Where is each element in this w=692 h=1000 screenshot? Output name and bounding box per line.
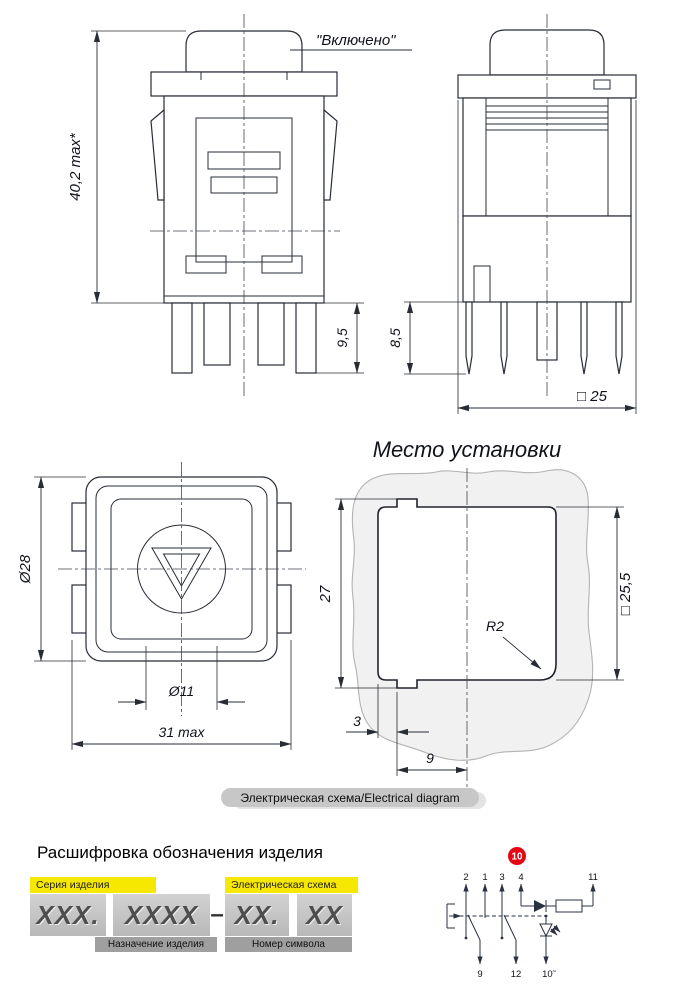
side-pin-3	[580, 301, 588, 375]
pin-length-dim-label: 9,5	[334, 328, 350, 348]
pin-3-label: 3	[499, 872, 504, 883]
offset-dim-label: 9	[426, 750, 434, 766]
front-terminal-4	[295, 302, 317, 374]
front-latch-left	[150, 108, 165, 201]
front-terminal-1	[171, 302, 193, 374]
face-d28-label: Ø28	[17, 554, 34, 584]
pin-12-label: 12	[511, 969, 522, 980]
notch-dim-label: 3	[353, 713, 361, 729]
mount-height-label: 27	[317, 585, 334, 603]
side-cap	[489, 29, 605, 76]
face-width-ext	[71, 640, 292, 750]
pin-9-label: 9	[477, 969, 482, 980]
front-terminal-3	[257, 302, 285, 366]
purpose-label: Назначение изделия	[95, 937, 217, 952]
contact-2-dot	[464, 936, 468, 940]
radius-arrow	[502, 636, 542, 670]
schema-header: Электрическая схема	[225, 877, 358, 893]
mount-height-ext	[335, 498, 397, 689]
led-arrow-2	[552, 924, 561, 933]
resistor	[555, 899, 583, 913]
front-terminal-2	[203, 302, 231, 366]
side-view-drawing: 8,5 □ 25	[387, 14, 637, 414]
mounting-hole-drawing: Место установки R2 27 □ 25,5 3 9	[317, 437, 634, 788]
side-pin-2	[500, 301, 508, 375]
code-purpose-box: XXXX	[113, 894, 210, 936]
side-width-dim-ext	[457, 100, 637, 414]
electrical-diagram-banner: Электрическая схема/Electrical diagram	[221, 788, 479, 807]
face-width-label: 31 max	[159, 724, 206, 740]
side-width-dim-label: □ 25	[577, 388, 608, 405]
on-state-label: "Включено"	[316, 32, 396, 49]
diagram-number-badge	[508, 847, 526, 865]
mount-square-ext	[556, 506, 624, 681]
pin-11-label: 11	[588, 872, 598, 883]
electrical-schematic: 10 2 1 3 4 11 9 12 10˜	[446, 847, 598, 980]
side-pin-dim-label: 8,5	[387, 328, 403, 348]
code-series-box: XXX.	[30, 894, 106, 936]
mounting-title: Место установки	[373, 437, 562, 462]
diagram-number-label: 10	[511, 852, 523, 863]
pin-4-label: 4	[518, 872, 523, 883]
mount-square-label: □ 25,5	[617, 572, 634, 615]
series-header: Серия изделия	[30, 877, 156, 893]
front-vent-left	[185, 255, 227, 274]
side-pin-4	[615, 301, 623, 375]
face-d11-label: Ø11	[168, 683, 194, 699]
actuator-bracket	[446, 903, 455, 929]
led-arrow-1	[549, 927, 558, 936]
contact-arm-2	[503, 914, 517, 941]
front-view-drawing: "Включено" 40,2 max* 9,5	[67, 14, 412, 396]
symbol-label: Номер символа	[225, 937, 352, 952]
pin-1-label: 1	[482, 872, 487, 883]
height-dim-label: 40,2 max*	[67, 132, 84, 201]
front-cap	[185, 30, 303, 73]
decoding-title: Расшифровка обозначения изделия	[37, 843, 323, 862]
diode	[534, 900, 546, 912]
side-pin-1	[465, 301, 473, 375]
banner-text: Электрическая схема/Electrical diagram	[240, 790, 460, 805]
pin-10-label: 10˜	[542, 969, 557, 980]
code-symbol-box: XX	[297, 894, 352, 936]
contact-3-dot	[500, 936, 504, 940]
code-separator: –	[210, 901, 224, 928]
pin-2-label: 2	[463, 872, 468, 883]
front-vent-right	[261, 255, 303, 274]
contact-arm-1	[467, 914, 481, 941]
front-flange-marks	[200, 72, 288, 80]
height-dim-ext	[91, 30, 186, 304]
led	[539, 923, 553, 938]
face-view-drawing: Ø28 Ø11 31 max	[17, 462, 306, 750]
side-latch-detail	[473, 265, 491, 303]
code-schema-box: XX.	[225, 894, 289, 936]
side-pin-dim-ext	[404, 301, 466, 375]
corner-radius-label: R2	[486, 618, 504, 634]
side-flange-detail	[593, 79, 611, 90]
front-latch-right	[323, 108, 338, 201]
